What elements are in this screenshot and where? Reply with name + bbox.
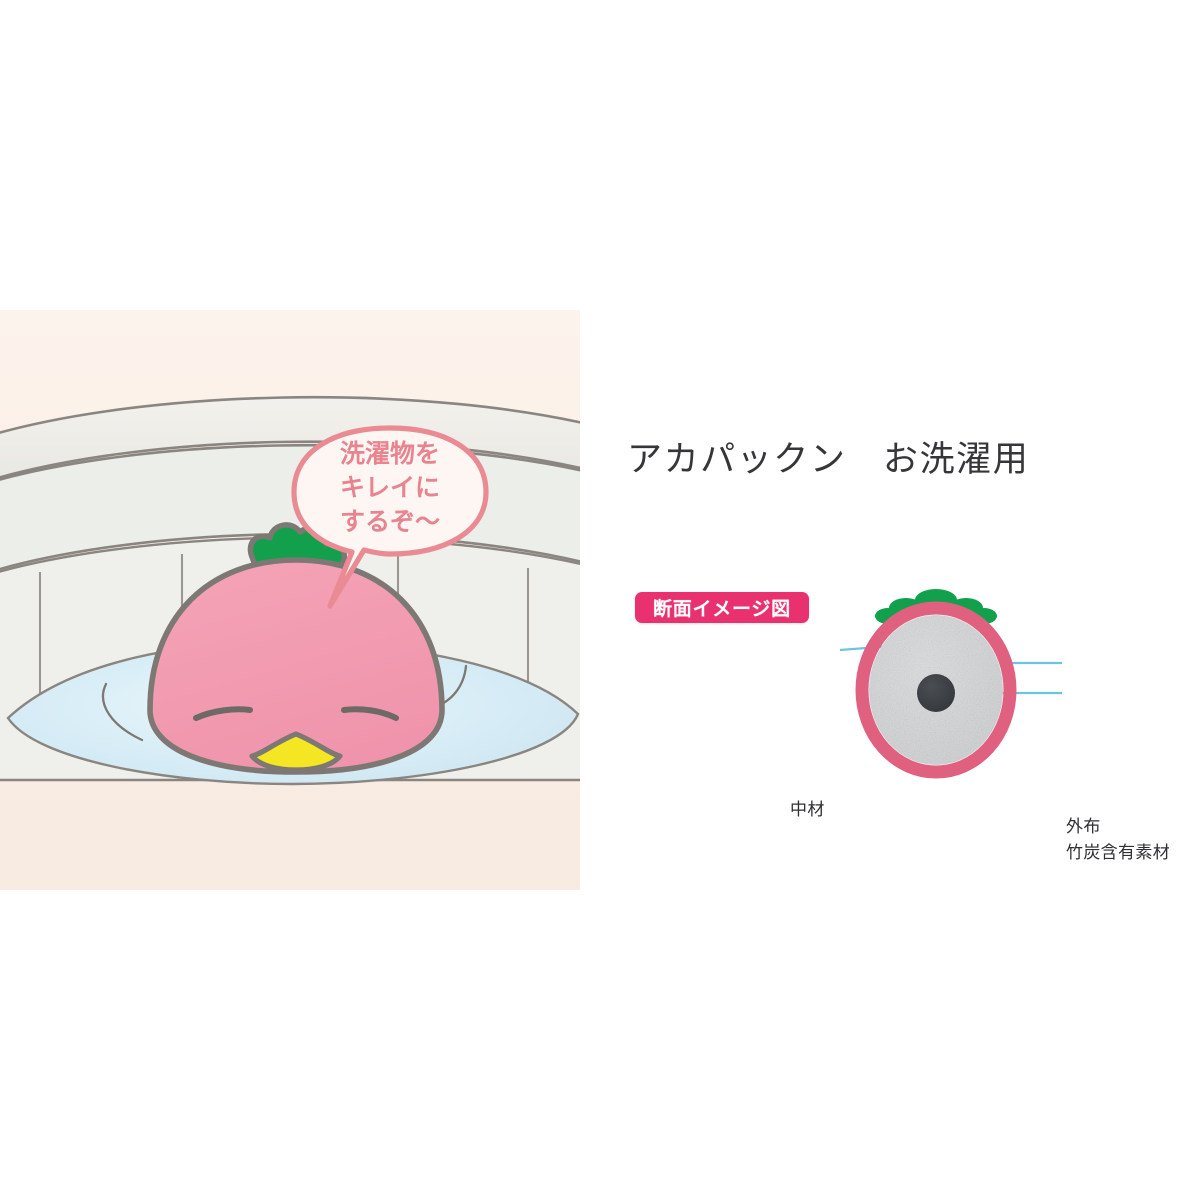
section-badge-label: 断面イメージ図 — [653, 599, 791, 620]
speech-bubble-line-2: キレイに — [340, 474, 440, 502]
diagram-label-bamboo-charcoal: 竹炭含有素材 — [1066, 843, 1171, 862]
speech-bubble-line-3: するぞ～ — [340, 508, 440, 536]
outer-cloth-ring — [855, 601, 1017, 779]
washing-machine-scene: 洗濯物を キレイに するぞ～ — [0, 310, 580, 890]
speech-bubble: 洗濯物を キレイに するぞ～ — [291, 425, 489, 609]
speech-bubble-line-1: 洗濯物を — [340, 440, 440, 468]
illustration-panel: 洗濯物を キレイに するぞ～ — [0, 310, 580, 890]
speech-bubble-shape — [291, 425, 489, 609]
bamboo-charcoal-core — [917, 674, 955, 712]
diagram-label-outer-cloth: 外布 — [1066, 817, 1101, 836]
status-badge: 断面イメージ図 — [635, 592, 809, 623]
akapakkun-character — [147, 522, 445, 775]
character-body — [147, 557, 445, 775]
cross-section-diagram: 中材 外布 竹炭含有素材 — [600, 550, 1200, 862]
diagram-label-inner-material: 中材 — [790, 800, 825, 819]
character-closed-eyes — [193, 706, 399, 721]
product-info-panel: アカパックン お洗濯用 断面イメージ図 — [600, 400, 1200, 862]
character-beak — [249, 731, 343, 773]
drum-rim-upper — [0, 395, 580, 479]
page-title: アカパックン お洗濯用 — [627, 440, 1030, 479]
cross-section-svg — [839, 589, 1062, 779]
